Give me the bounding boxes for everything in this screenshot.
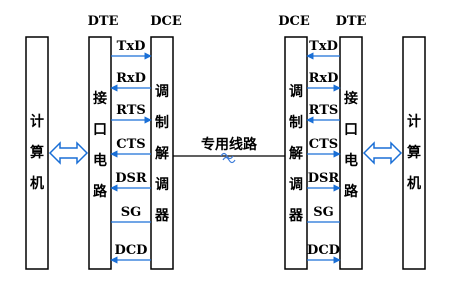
left-signal-label-sg: SG <box>121 205 142 220</box>
left-modem-box <box>150 36 174 270</box>
header-right-dte: DTE <box>336 14 367 29</box>
modem-left-chars-char: 调 <box>155 177 169 193</box>
right-signal-label-txd: TxD <box>309 39 338 54</box>
interface-chars-char: 电 <box>93 152 107 169</box>
left-computer-label: 计算机 <box>30 113 44 192</box>
header-left-dce: DCE <box>150 14 182 29</box>
left-computer-box <box>25 36 49 270</box>
modem-right-chars-char: 制 <box>289 114 303 131</box>
computer-chars-char: 机 <box>30 175 44 192</box>
interface-chars-char: 电 <box>344 152 358 169</box>
modem-left-chars-char: 制 <box>155 114 169 131</box>
right-bidirectional-arrow-icon <box>362 141 403 165</box>
interface-chars-char: 口 <box>344 122 358 138</box>
computer-chars-char: 计 <box>30 113 44 130</box>
right-signal-label-dcd: DCD <box>307 243 340 258</box>
modem-left-chars-char: 解 <box>155 145 169 162</box>
left-bidirectional-arrow-icon <box>48 141 89 165</box>
left-signal-label-cts: CTS <box>116 137 145 152</box>
right-signal-lines: TxD RxD RTS CTS DSR SG DCD <box>306 39 341 264</box>
computer-chars-char: 机 <box>407 175 421 192</box>
left-signal-label-rts: RTS <box>116 103 146 118</box>
modem-left-chars-char: 调 <box>155 84 169 100</box>
header-left-dte: DTE <box>88 14 119 29</box>
interface-chars-char: 接 <box>93 90 107 107</box>
modem-right-chars-char: 调 <box>289 177 303 193</box>
right-modem-box <box>284 36 308 270</box>
right-signal-label-cts: CTS <box>309 137 338 152</box>
modem-right-chars-char: 调 <box>289 84 303 100</box>
line-wave-icon <box>220 152 236 164</box>
modem-right-chars-char: 解 <box>289 145 303 162</box>
left-signal-label-txd: TxD <box>117 39 146 54</box>
header-right-dce: DCE <box>278 14 310 29</box>
dedicated-line-label: 专用线路 <box>201 136 258 153</box>
right-signal-label-rxd: RxD <box>309 71 339 86</box>
interface-chars-char: 路 <box>344 183 359 200</box>
left-signal-label-dcd: DCD <box>115 243 148 258</box>
right-signal-label-dsr: DSR <box>308 171 340 186</box>
left-signal-label-rxd: RxD <box>116 71 146 86</box>
computer-chars-char: 算 <box>407 144 421 161</box>
left-signal-lines: TxD RxD RTS CTS DSR SG DCD <box>110 39 152 264</box>
right-signal-label-rts: RTS <box>309 103 339 118</box>
computer-chars-char: 计 <box>407 113 421 130</box>
interface-chars-char: 路 <box>93 183 108 200</box>
modem-left-chars-char: 器 <box>154 208 170 224</box>
computer-chars-char: 算 <box>30 144 44 161</box>
interface-chars-char: 接 <box>344 90 358 107</box>
left-signal-label-dsr: DSR <box>115 171 147 186</box>
interface-chars-char: 口 <box>93 122 107 138</box>
right-computer-box <box>402 36 426 270</box>
right-signal-label-sg: SG <box>313 205 334 220</box>
modem-right-chars-char: 器 <box>288 208 304 224</box>
right-computer-label: 计算机 <box>407 113 421 192</box>
